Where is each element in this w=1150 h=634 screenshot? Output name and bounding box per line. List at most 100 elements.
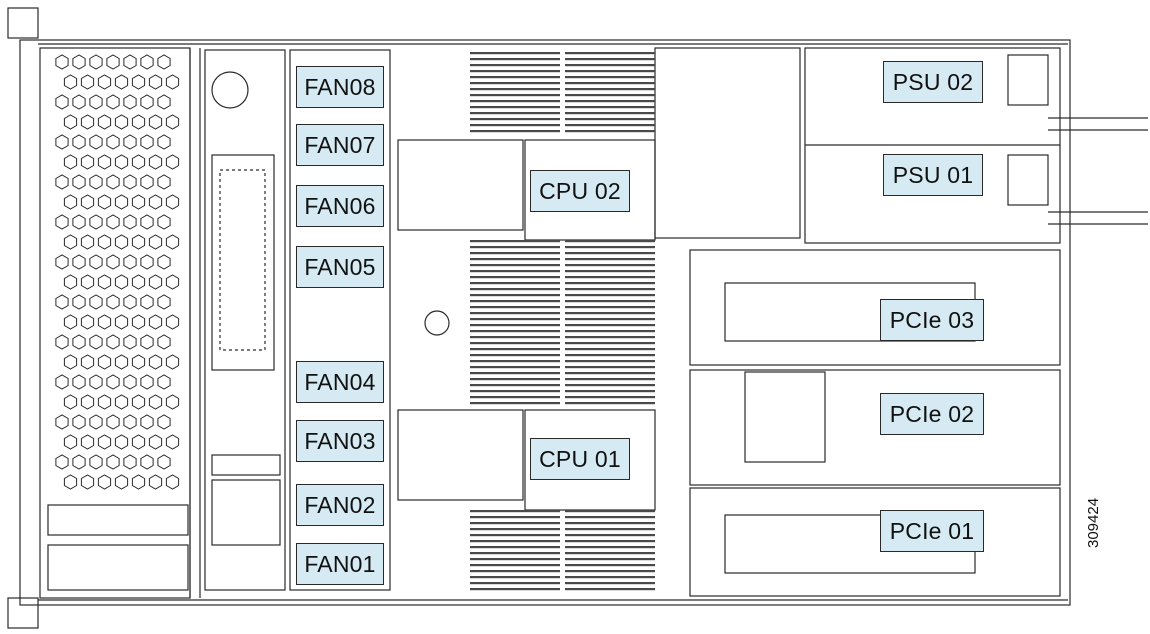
grille-hole: [80, 314, 95, 330]
dimm-slot: [470, 372, 560, 375]
dimm-slot: [565, 130, 655, 133]
dimm-slot: [470, 522, 560, 525]
dimm-slot: [565, 564, 655, 567]
dimm-slot: [565, 528, 655, 531]
grille-hole: [72, 294, 86, 310]
grille-hole: [55, 374, 69, 390]
grille-hole: [148, 74, 163, 90]
dimm-slot: [565, 276, 655, 279]
dimm-slot: [470, 100, 560, 103]
pcie-riser-2: [689, 369, 1061, 486]
grille-hole: [89, 334, 103, 350]
grille-hole: [114, 114, 129, 130]
dimm-slot: [470, 264, 560, 267]
pcie-riser-3: [689, 249, 1061, 366]
dimm-slot: [565, 336, 655, 339]
grille-hole: [80, 194, 95, 210]
dimm-slot: [470, 124, 560, 127]
dimm-slot: [470, 402, 560, 405]
grille-hole: [63, 354, 78, 370]
grille-hole: [97, 354, 112, 370]
grille-hole: [165, 74, 180, 90]
center-screw: [424, 310, 450, 336]
grille-hole: [89, 254, 103, 270]
dimm-slot: [565, 312, 655, 315]
cpu01-label: CPU 01: [530, 438, 630, 480]
fan01-label: FAN01: [296, 543, 384, 585]
dimm-slot: [565, 402, 655, 405]
dimm-slot: [470, 64, 560, 67]
grille-hole: [123, 294, 137, 310]
dimm-slot: [470, 76, 560, 79]
grille-hole: [97, 154, 112, 170]
dimm-slot: [470, 294, 560, 297]
dimm-slot: [470, 282, 560, 285]
chassis-outline: [19, 39, 1071, 606]
dimm-slot: [565, 246, 655, 249]
grille-hole: [131, 194, 146, 210]
dimm-slot: [565, 396, 655, 399]
dimm-slot: [565, 558, 655, 561]
grille-hole: [106, 94, 120, 110]
grille-hole: [131, 114, 146, 130]
grille-hole: [72, 334, 86, 350]
pcie01-label: PCIe 01: [880, 510, 984, 552]
grille-hole: [148, 154, 163, 170]
grille-hole: [97, 274, 112, 290]
dimm-slot: [470, 516, 560, 519]
grille-hole: [123, 414, 137, 430]
grille-hole: [131, 74, 146, 90]
grille-hole: [165, 154, 180, 170]
grille-hole: [114, 74, 129, 90]
dimm-slot: [565, 258, 655, 261]
grille-hole: [140, 94, 154, 110]
grille-hole: [157, 454, 171, 470]
dimm-slot: [470, 342, 560, 345]
grille-hole: [89, 374, 103, 390]
grille-hole: [165, 394, 180, 410]
grille-hole: [72, 454, 86, 470]
grille-hole: [148, 194, 163, 210]
dimm-slot: [470, 252, 560, 255]
psu02-label: PSU 02: [883, 61, 983, 103]
grille-hole: [157, 334, 171, 350]
grille-hole: [140, 254, 154, 270]
heatsink-cpu1: [397, 409, 524, 501]
grille-hole: [123, 374, 137, 390]
dimm-slot: [565, 348, 655, 351]
dimm-slot: [565, 570, 655, 573]
dimm-slot: [565, 100, 655, 103]
pcie03-label: PCIe 03: [880, 299, 984, 341]
grille-hole: [148, 274, 163, 290]
dimm-slot: [565, 372, 655, 375]
grille-hole: [157, 214, 171, 230]
dimm-slot: [565, 64, 655, 67]
dimm-slot: [565, 82, 655, 85]
pcie-riser-1: [689, 487, 1061, 597]
grille-hole: [97, 314, 112, 330]
grille-hole: [157, 94, 171, 110]
dimm-slot: [470, 588, 560, 591]
dimm-slot: [470, 354, 560, 357]
grille-hole: [140, 334, 154, 350]
grille-hole: [97, 74, 112, 90]
grille-hole: [55, 94, 69, 110]
dimm-slot: [565, 58, 655, 61]
controller-area: [204, 49, 286, 591]
dimm-slot: [470, 246, 560, 249]
grille-hole: [55, 174, 69, 190]
dimm-slot: [470, 52, 560, 55]
grille-hole: [72, 214, 86, 230]
dimm-slot: [565, 318, 655, 321]
grille-hole: [140, 54, 154, 70]
grille-hole: [63, 474, 78, 490]
dimm-slot: [565, 576, 655, 579]
grille-hole: [63, 114, 78, 130]
dimm-slot: [470, 528, 560, 531]
dimm-slot: [470, 276, 560, 279]
dimm-slot: [470, 570, 560, 573]
grille-hole: [123, 174, 137, 190]
grille-hole: [148, 314, 163, 330]
grille-hole: [97, 394, 112, 410]
